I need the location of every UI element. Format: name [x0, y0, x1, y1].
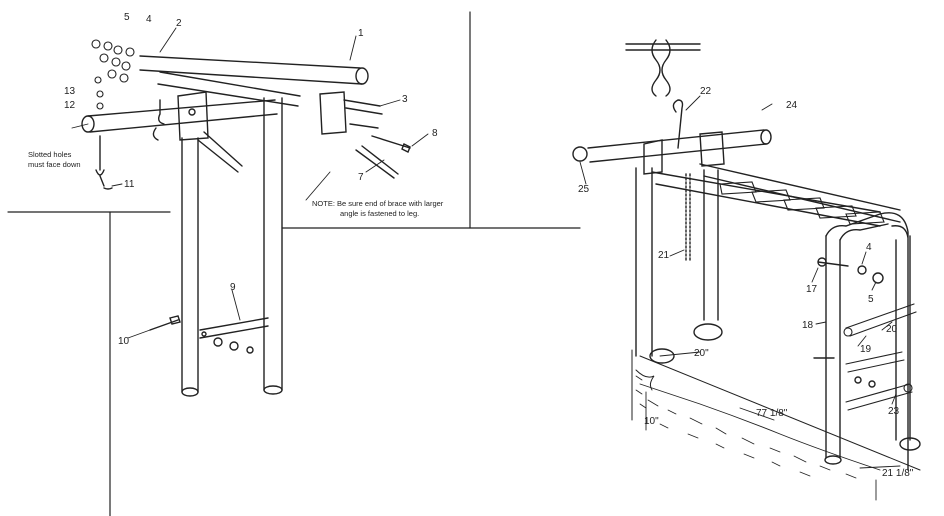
left-assembly-figure [7, 11, 581, 516]
left-callouts: 1 2 3 4 5 7 8 9 10 11 12 13 Slotted hole… [28, 12, 444, 347]
callout-r23: 23 [888, 406, 900, 417]
annotation-line-2: must face down [28, 160, 81, 169]
callout-r24: 24 [786, 100, 798, 111]
right-top-bar [587, 129, 767, 163]
note-line-2: angle is fastened to leg. [340, 209, 419, 218]
upright-left-front [635, 167, 653, 357]
callout-r18: 18 [802, 320, 814, 331]
callout-10: 10 [118, 336, 130, 347]
upright-left-rear [703, 169, 719, 321]
callout-3: 3 [402, 94, 408, 105]
callout-12: 12 [64, 100, 76, 111]
right-assembly-figure [572, 39, 921, 501]
callout-7: 7 [358, 172, 364, 183]
rear-top-bar [139, 55, 363, 85]
callout-2: 2 [176, 18, 182, 29]
callout-r21: 21 [658, 250, 670, 261]
callout-r20: 20 [886, 324, 898, 335]
upright-right-rear [895, 235, 911, 441]
callout-r5: 5 [868, 294, 874, 305]
angle-brace-front [197, 131, 243, 173]
callout-r19: 19 [860, 344, 872, 355]
callout-9: 9 [230, 282, 236, 293]
soil-hatching [635, 375, 857, 479]
callout-r17: 17 [806, 284, 818, 295]
callout-4: 4 [146, 14, 152, 25]
dimension-21: 21 1/8" [882, 468, 914, 479]
hardware-cluster-left [91, 39, 135, 110]
leg-brace [199, 317, 269, 339]
dimension-77: 77 1/8" [756, 408, 788, 419]
right-callouts: 4 5 17 18 19 20 21 22 23 24 25 20" 10" 7… [578, 86, 914, 479]
dimension-20: 20" [694, 348, 709, 359]
front-left-leg [181, 137, 199, 393]
end-cap [572, 146, 588, 162]
callout-1: 1 [358, 28, 364, 39]
front-top-bar [87, 99, 278, 133]
note-line-1: NOTE: Be sure end of brace with larger [312, 199, 444, 208]
front-right-leg [263, 97, 283, 391]
callout-13: 13 [64, 86, 76, 97]
upright-right-front [825, 235, 841, 459]
annotation-line-1: Slotted holes [28, 150, 72, 159]
angle-brace-rear [355, 145, 399, 179]
callout-11: 11 [124, 179, 135, 190]
callout-8: 8 [432, 128, 438, 139]
vertical-ladder-rungs [843, 303, 917, 411]
dimension-10: 10" [644, 416, 659, 427]
callout-r22: 22 [700, 86, 712, 97]
callout-r4: 4 [866, 242, 872, 253]
callout-5: 5 [124, 12, 130, 23]
horizontal-ladder-rungs [719, 181, 885, 225]
callout-r25: 25 [578, 184, 590, 195]
